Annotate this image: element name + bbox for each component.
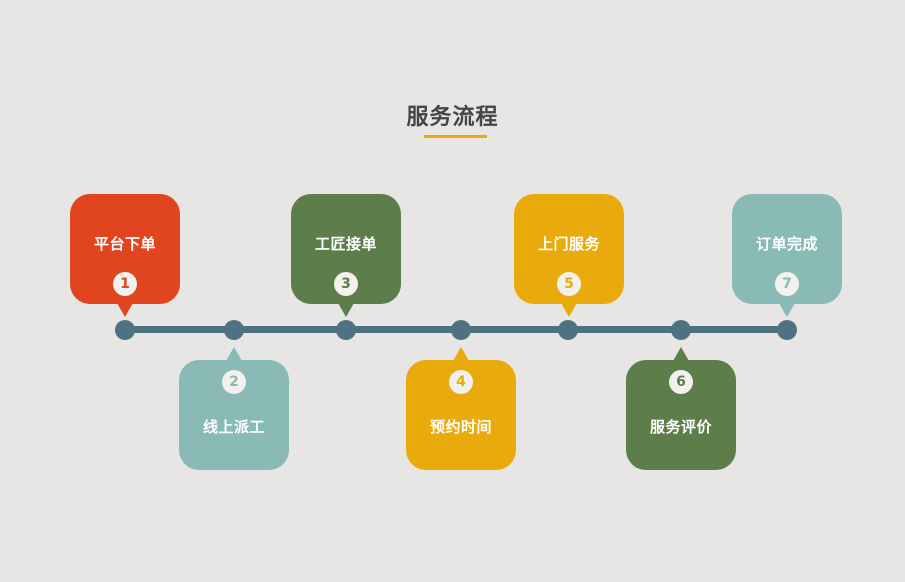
step-pointer <box>338 303 354 317</box>
timeline-node-1 <box>115 320 135 340</box>
step-number-badge: 7 <box>775 272 799 296</box>
step-pointer <box>779 303 795 317</box>
step-number-badge: 3 <box>334 272 358 296</box>
step-number-badge: 4 <box>449 370 473 394</box>
step-pointer <box>117 303 133 317</box>
step-label: 平台下单 <box>93 235 156 253</box>
step-label: 上门服务 <box>537 235 600 253</box>
timeline-node-5 <box>558 320 578 340</box>
step-pointer <box>453 347 469 361</box>
step-label: 服务评价 <box>649 418 712 436</box>
step-card-2: 2 线上派工 <box>179 347 289 470</box>
timeline-node-4 <box>451 320 471 340</box>
step-number-badge: 1 <box>113 272 137 296</box>
step-pointer <box>226 347 242 361</box>
title-underline <box>424 135 487 138</box>
step-number-badge: 2 <box>222 370 246 394</box>
step-number-badge: 5 <box>557 272 581 296</box>
step-label: 订单完成 <box>755 235 818 253</box>
timeline-node-7 <box>777 320 797 340</box>
step-pointer <box>561 303 577 317</box>
step-card-5: 上门服务 5 <box>514 194 624 317</box>
step-label: 预约时间 <box>429 418 492 436</box>
step-card-7: 订单完成 7 <box>732 194 842 317</box>
step-card-1: 平台下单 1 <box>70 194 180 317</box>
step-card-6: 6 服务评价 <box>626 347 736 470</box>
timeline-node-3 <box>336 320 356 340</box>
timeline-node-2 <box>224 320 244 340</box>
step-number-badge: 6 <box>669 370 693 394</box>
step-label: 线上派工 <box>202 418 265 436</box>
step-card-4: 4 预约时间 <box>406 347 516 470</box>
timeline-node-6 <box>671 320 691 340</box>
step-card-3: 工匠接单 3 <box>291 194 401 317</box>
step-label: 工匠接单 <box>314 235 377 253</box>
step-pointer <box>673 347 689 361</box>
diagram-title: 服务流程 <box>406 105 499 130</box>
